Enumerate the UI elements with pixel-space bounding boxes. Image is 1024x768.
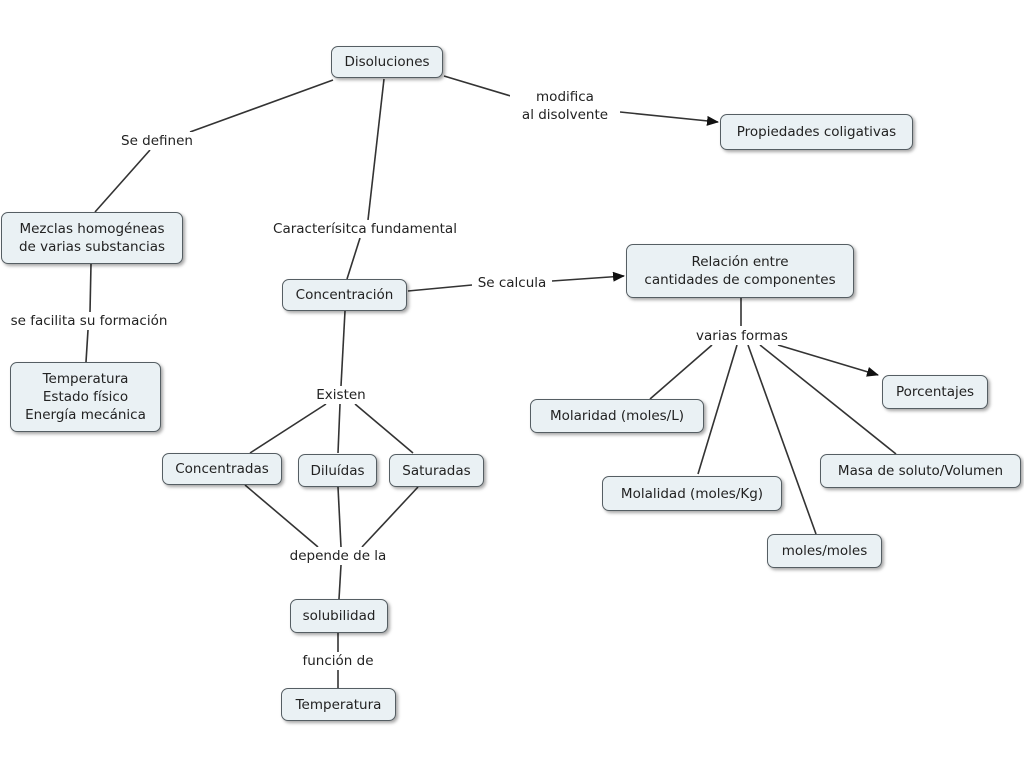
node-factores-line-1: Temperatura	[42, 371, 129, 387]
node-mezclas-line-1: Mezclas homogéneas	[19, 221, 165, 237]
label-se-calcula: Se calcula	[472, 274, 552, 292]
node-relacion-line-1: Relación entre	[691, 254, 789, 270]
node-concentradas[interactable]: Concentradas	[162, 453, 282, 485]
node-mezclas-line-2: de varias substancias	[18, 239, 166, 255]
label-funcion-de: función de	[294, 652, 382, 670]
label-se-facilita: se facilita su formación	[0, 312, 178, 330]
label-modifica-line-2: al disolvente	[521, 107, 609, 123]
node-factores-line-3: Energía mecánica	[25, 407, 146, 423]
link-caracteristica-concentracion	[346, 237, 361, 280]
node-propiedades-coligativas-text: Propiedades coligativas	[736, 124, 897, 140]
node-relacion[interactable]: Relación entre cantidades de componentes	[626, 244, 854, 298]
node-porcentajes-text: Porcentajes	[895, 384, 975, 400]
link-diluidas-depende	[337, 486, 342, 548]
node-diluidas-text: Diluídas	[310, 462, 365, 479]
link-se-facilita-factores	[85, 329, 89, 363]
label-depende-de-la: depende de la	[282, 547, 394, 565]
link-varias-formas-masa	[759, 344, 897, 455]
link-disoluciones-caracteristica	[367, 78, 385, 221]
node-disoluciones[interactable]: Disoluciones	[331, 46, 443, 78]
link-mezclas-se-facilita	[89, 263, 92, 313]
node-factores[interactable]: Temperatura Estado físico Energía mecáni…	[10, 362, 161, 432]
node-concentracion[interactable]: Concentración	[282, 279, 407, 311]
link-se-definen-mezclas	[94, 149, 151, 213]
link-concentracion-se-calcula	[407, 284, 473, 292]
link-varias-formas-molaridad	[649, 344, 713, 400]
node-concentracion-text: Concentración	[295, 287, 394, 303]
label-existen: Existen	[310, 386, 372, 404]
node-relacion-line-2: cantidades de componentes	[644, 272, 836, 288]
link-varias-formas-moles	[747, 344, 817, 535]
node-molaridad-text: Molaridad (moles/L)	[549, 408, 685, 424]
node-concentradas-text: Concentradas	[175, 461, 269, 477]
node-saturadas[interactable]: Saturadas	[389, 454, 484, 487]
link-saturadas-depende	[361, 486, 419, 548]
label-varias-formas: varias formas	[689, 327, 795, 345]
node-diluidas[interactable]: Diluídas	[298, 454, 377, 487]
link-existen-diluidas	[337, 403, 341, 454]
link-concentracion-existen	[340, 310, 346, 387]
node-moles-moles[interactable]: moles/moles	[767, 534, 882, 568]
node-temperatura-text: Temperatura	[295, 696, 382, 713]
node-disoluciones-text: Disoluciones	[344, 54, 430, 70]
link-existen-saturadas	[354, 403, 414, 454]
link-modifica-propiedades	[619, 111, 719, 126]
node-factores-line-2: Estado físico	[42, 389, 129, 405]
node-porcentajes[interactable]: Porcentajes	[882, 375, 988, 409]
node-molalidad[interactable]: Molalidad (moles/Kg)	[602, 476, 782, 511]
label-se-definen: Se definen	[112, 132, 202, 150]
node-temperatura[interactable]: Temperatura	[281, 688, 396, 721]
link-varias-formas-porcentajes	[777, 344, 879, 377]
node-saturadas-text: Saturadas	[402, 462, 471, 479]
node-solubilidad-text: solubilidad	[302, 608, 376, 624]
link-existen-concentradas	[249, 403, 327, 454]
node-solubilidad[interactable]: solubilidad	[290, 599, 388, 633]
link-disoluciones-modifica	[443, 75, 515, 98]
node-moles-moles-text: moles/moles	[781, 543, 868, 559]
node-molalidad-text: Molalidad (moles/Kg)	[620, 485, 764, 502]
link-se-calcula-relacion	[551, 271, 625, 282]
label-modifica-line-1: modifica	[536, 89, 594, 105]
node-mezclas-homogeneas[interactable]: Mezclas homogéneas de varias substancias	[1, 212, 183, 264]
node-masa-soluto-volumen[interactable]: Masa de soluto/Volumen	[820, 454, 1021, 488]
node-molaridad[interactable]: Molaridad (moles/L)	[530, 399, 704, 433]
label-caracteristica-fundamental: Caracterísitca fundamental	[262, 220, 468, 238]
link-varias-formas-molalidad	[697, 344, 738, 475]
node-propiedades-coligativas[interactable]: Propiedades coligativas	[720, 114, 913, 150]
link-concentradas-depende	[244, 484, 319, 548]
link-disoluciones-se-definen	[189, 79, 334, 133]
link-depende-solubilidad	[338, 564, 342, 600]
node-masa-text: Masa de soluto/Volumen	[837, 463, 1004, 479]
label-modifica: modifica al disolvente	[510, 88, 620, 124]
